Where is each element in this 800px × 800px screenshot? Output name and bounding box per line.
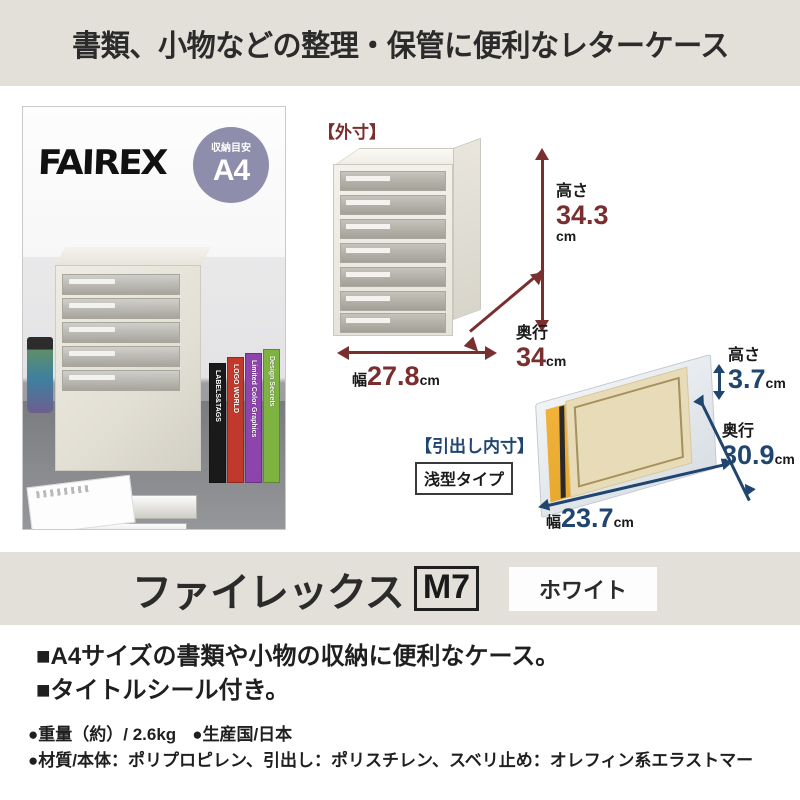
spec-row-weight-origin: ●重量（約）/ 2.6kg ●生産国/日本 — [28, 722, 784, 748]
book-item: LABELS&TAGS — [209, 363, 226, 483]
exterior-height-label: 高さ — [556, 183, 589, 200]
feature-item: ■タイトルシール付き。 — [36, 677, 290, 705]
exterior-depth-text: 奥行 34cm — [516, 325, 567, 372]
spec-material: ●材質/本体：ポリプロピレン、引出し：ポリスチレン、スベリ止め：オレフィン系エラ… — [28, 751, 754, 771]
book-title: LOGO WORLD — [232, 364, 239, 413]
letter-case-body — [55, 265, 201, 471]
height-arrow-head-bottom — [535, 320, 549, 332]
exterior-dimensions-label: 【外寸】 — [318, 123, 386, 142]
book-item: Design Secrets — [263, 349, 280, 483]
exterior-width-text: 幅27.8cm — [352, 362, 440, 390]
exterior-depth-value: 34 — [516, 341, 547, 372]
exterior-height-text: 高さ 34.3 cm — [556, 183, 609, 246]
product-name: ファイレックス — [132, 570, 405, 615]
interior-depth-arrow-head-bottom — [740, 483, 756, 500]
interior-dimensions-label: 【引出し内寸】 — [415, 437, 534, 456]
product-photo: FAIREX 収納目安 A4 LABELS&TAGS — [22, 106, 286, 530]
badge-size: A4 — [212, 154, 250, 187]
product-model: M7 — [413, 566, 480, 611]
interior-height-arrow-shaft — [718, 371, 721, 393]
drawer-face — [340, 313, 446, 333]
exterior-case-illustration — [333, 137, 481, 336]
drawer-face — [340, 195, 446, 215]
case-top-panel — [55, 247, 211, 267]
interior-height-arrow-head-top — [713, 364, 725, 373]
drawer-face — [340, 267, 446, 287]
interior-height-arrow-head-bottom — [713, 391, 725, 400]
case-front — [333, 164, 453, 336]
exterior-width-label: 幅 — [352, 372, 368, 389]
interior-width-label: 幅 — [546, 514, 562, 531]
spec-origin: ●生産国/日本 — [192, 725, 293, 744]
interior-depth-unit: cm — [774, 450, 795, 467]
width-arrow-head-left — [337, 346, 349, 360]
interior-height-label: 高さ — [728, 347, 761, 364]
interior-width-arrow-head-right — [720, 455, 735, 471]
drawer-slot — [62, 298, 180, 319]
photo-header-area: FAIREX 収納目安 A4 — [23, 107, 285, 259]
photo-scene: LABELS&TAGS LOGO WORLD Limited Color Gra… — [23, 247, 285, 529]
drawer-slot — [62, 322, 180, 343]
exterior-height-value: 34.3 — [556, 199, 609, 230]
feature-list: ■A4サイズの書類や小物の収納に便利なケース。 ■タイトルシール付き。 — [36, 640, 776, 708]
drawer-face — [340, 291, 446, 311]
drawer-face — [340, 219, 446, 239]
height-arrow-shaft — [541, 158, 544, 322]
interior-height-text: 高さ 3.7cm — [728, 347, 786, 394]
interior-depth-value: 30.9 — [722, 439, 775, 470]
badge-caption: 収納目安 — [211, 143, 251, 154]
drawer-face — [340, 171, 446, 191]
book-item: LOGO WORLD — [227, 357, 244, 483]
width-arrow-head-right — [485, 346, 497, 360]
drawer-face — [340, 243, 446, 263]
height-arrow-head-top — [535, 148, 549, 160]
drawer-slot — [62, 274, 180, 295]
depth-arrow-head-far — [529, 266, 549, 286]
interior-height-unit: cm — [765, 374, 786, 391]
drawer-slot — [62, 370, 180, 391]
drawer-slot — [62, 346, 180, 367]
brand-logo: FAIREX — [37, 143, 167, 183]
exterior-height-unit: cm — [556, 228, 577, 245]
exterior-depth-label: 奥行 — [516, 325, 549, 342]
case-side — [453, 137, 481, 320]
headline-band: 書類、小物などの整理・保管に便利なレターケース — [0, 0, 800, 86]
book-title: Limited Color Graphics — [250, 360, 257, 438]
drawer-type-chip: 浅型タイプ — [415, 462, 514, 495]
exterior-width-value: 27.8 — [367, 361, 420, 391]
interior-height-value: 3.7 — [728, 363, 766, 394]
book-item: Limited Color Graphics — [245, 353, 262, 483]
width-arrow-shaft — [347, 351, 487, 354]
spec-weight: ●重量（約）/ 2.6kg — [28, 725, 177, 744]
book-title: Design Secrets — [268, 356, 275, 407]
exterior-width-unit: cm — [419, 372, 440, 388]
product-color-variant: ホワイト — [509, 566, 658, 611]
product-name-band: ファイレックス M7 ホワイト — [0, 552, 800, 625]
interior-width-unit: cm — [613, 514, 634, 530]
interior-depth-label: 奥行 — [722, 423, 755, 440]
exterior-depth-unit: cm — [546, 352, 567, 369]
interior-depth-text: 奥行 30.9cm — [722, 423, 795, 470]
page-title: 書類、小物などの整理・保管に便利なレターケース — [71, 30, 729, 63]
feature-item: ■A4サイズの書類や小物の収納に便利なケース。 — [36, 643, 560, 670]
a4-capacity-badge: 収納目安 A4 — [193, 127, 269, 203]
interior-width-value: 23.7 — [561, 503, 614, 533]
interior-width-text: 幅23.7cm — [546, 504, 634, 532]
book-title: LABELS&TAGS — [214, 370, 221, 422]
spec-list: ●重量（約）/ 2.6kg ●生産国/日本 ●材質/本体：ポリプロピレン、引出し：… — [28, 722, 784, 775]
tumbler-object — [27, 337, 53, 413]
drawer-tray-illustration — [535, 353, 717, 519]
